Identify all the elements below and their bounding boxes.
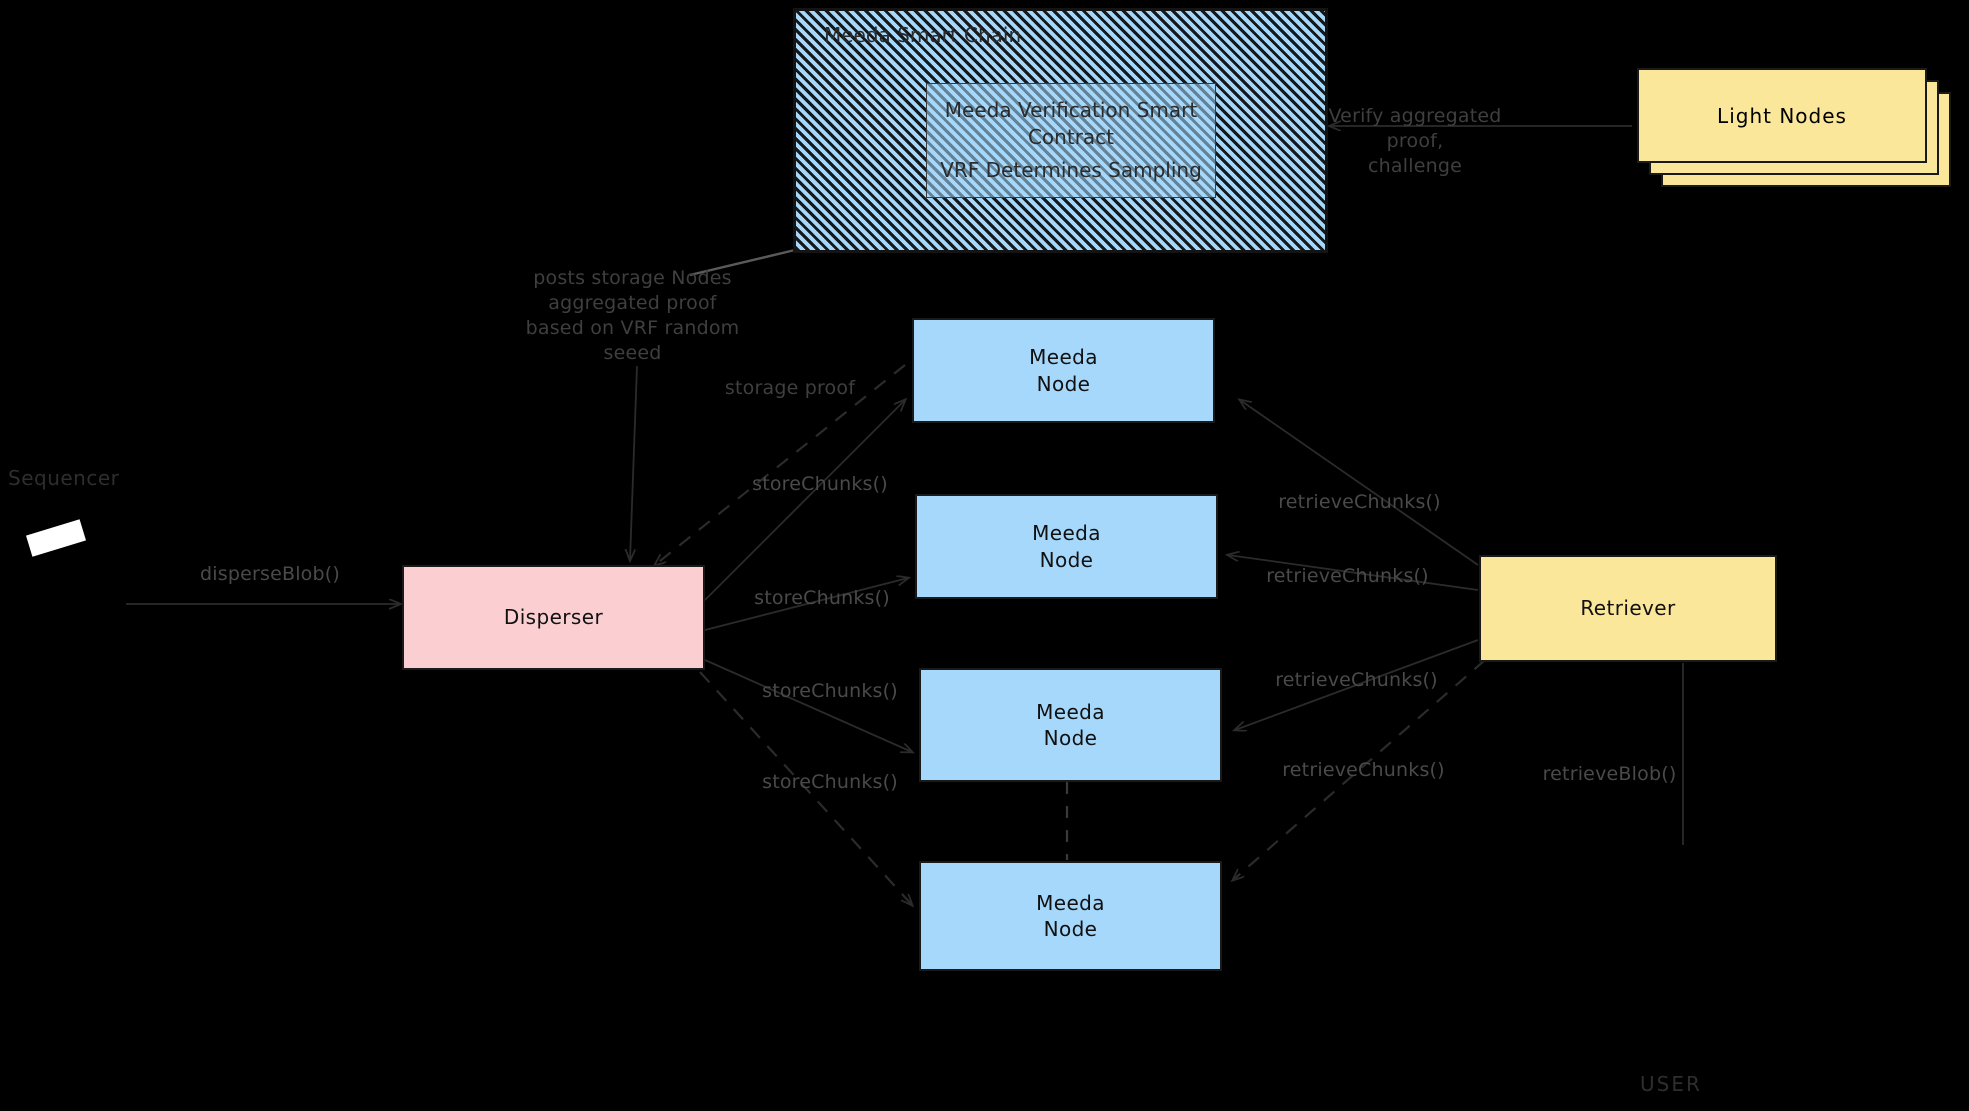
edge-label-disperse-blob: disperseBlob() bbox=[199, 563, 340, 585]
edge-label-retrieve-blob: retrieveBlob() bbox=[1542, 763, 1677, 785]
edge-label-store-chunks-4: storeChunks() bbox=[762, 771, 898, 793]
edge-post-proof bbox=[630, 365, 638, 560]
edge-label-store-chunks-1: storeChunks() bbox=[752, 473, 888, 495]
edge-store-chunks-2 bbox=[704, 578, 908, 631]
contract-line-1: Meeda Verification Smart bbox=[944, 98, 1198, 122]
meeda-node-1-line1: Meeda bbox=[1029, 345, 1098, 370]
edge-store-chunks-3 bbox=[704, 659, 912, 752]
meeda-smart-chain-container[interactable]: Meeda Smart Chain Meeda Verification Sma… bbox=[793, 8, 1328, 253]
edge-retrieve-chunks-1 bbox=[1240, 400, 1479, 566]
contract-line-3: VRF Determines Sampling bbox=[940, 158, 1202, 182]
edge-label-store-chunks-2: storeChunks() bbox=[754, 587, 890, 609]
light-nodes-card-front[interactable]: Light Nodes bbox=[1637, 68, 1927, 163]
meeda-node-4-line1: Meeda bbox=[1036, 890, 1105, 915]
contract-line-2: Contract bbox=[1027, 125, 1115, 149]
disperser-label: Disperser bbox=[503, 605, 604, 630]
edge-label-retrieve-chunks-2: retrieveChunks() bbox=[1266, 565, 1429, 587]
meeda-node-2[interactable]: Meeda Node bbox=[915, 494, 1218, 599]
edge-label-verify-challenge: Verify aggregated proof, challenge bbox=[1328, 105, 1502, 178]
edge-storage-proof bbox=[655, 364, 906, 565]
light-nodes-stack[interactable]: Light Nodes bbox=[1637, 68, 1969, 193]
meeda-node-3-line1: Meeda bbox=[1036, 699, 1105, 724]
meeda-node-1-line2: Node bbox=[1036, 371, 1091, 396]
meeda-node-4-label: Meeda Node bbox=[1036, 890, 1105, 943]
edge-label-store-chunks-3: storeChunks() bbox=[762, 680, 898, 702]
meeda-node-2-line1: Meeda bbox=[1032, 521, 1101, 546]
meeda-node-2-label: Meeda Node bbox=[1032, 520, 1101, 573]
sequencer-label: Sequencer bbox=[8, 466, 120, 490]
meeda-node-4[interactable]: Meeda Node bbox=[919, 861, 1222, 971]
edge-label-storage-proof: storage proof bbox=[724, 377, 856, 399]
edge-retrieve-chunks-3 bbox=[1235, 639, 1479, 730]
edge-retrieve-chunks-4 bbox=[1233, 659, 1486, 880]
meeda-node-2-line2: Node bbox=[1039, 547, 1094, 572]
meeda-node-3-line2: Node bbox=[1043, 726, 1098, 750]
disperser-box[interactable]: Disperser bbox=[402, 565, 705, 670]
edge-label-retrieve-chunks-3: retrieveChunks() bbox=[1275, 669, 1438, 691]
meeda-node-1[interactable]: Meeda Node bbox=[912, 318, 1215, 423]
meeda-node-3[interactable]: Meeda Node bbox=[919, 668, 1222, 782]
verification-contract-box[interactable]: Meeda Verification Smart Contract VRF De… bbox=[926, 83, 1216, 198]
retriever-label: Retriever bbox=[1580, 596, 1676, 621]
edge-chain-to-label bbox=[689, 248, 796, 277]
meeda-node-1-label: Meeda Node bbox=[1029, 344, 1098, 397]
edge-store-chunks-1 bbox=[704, 400, 905, 601]
smart-chain-title: Meeda Smart Chain bbox=[824, 23, 1022, 47]
edge-label-retrieve-chunks-1: retrieveChunks() bbox=[1278, 491, 1441, 513]
edge-label-retrieve-chunks-4: retrieveChunks() bbox=[1282, 759, 1445, 781]
edge-store-chunks-4 bbox=[699, 671, 912, 905]
edge-retrieve-chunks-2 bbox=[1228, 555, 1479, 591]
meeda-node-3-label: Meeda Node bbox=[1036, 699, 1105, 752]
retriever-box[interactable]: Retriever bbox=[1479, 555, 1777, 662]
user-label: USER bbox=[1640, 1072, 1702, 1096]
light-nodes-label: Light Nodes bbox=[1717, 103, 1847, 128]
meeda-node-4-line2: Node bbox=[1043, 917, 1098, 941]
edge-label-post-proof: posts storage Nodes aggregated proof bas… bbox=[525, 267, 740, 365]
